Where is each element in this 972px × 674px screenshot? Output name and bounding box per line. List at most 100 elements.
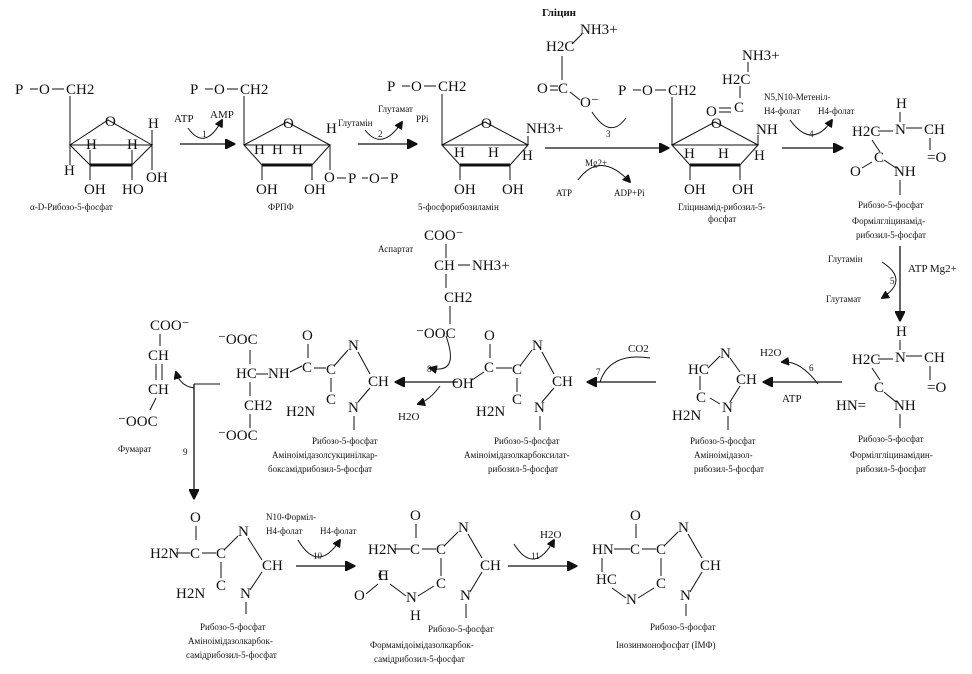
svg-text:H: H [64,163,75,179]
svg-text:NH: NH [894,398,916,414]
svg-text:CH2: CH2 [438,79,466,95]
svg-text:COO⁻: COO⁻ [150,318,190,334]
svg-text:C: C [436,542,446,558]
svg-text:Аспартат: Аспартат [378,244,413,254]
svg-text:H2O: H2O [398,411,419,423]
svg-text:CH2: CH2 [240,82,268,98]
svg-text:N: N [460,588,471,604]
svg-text:⁻OOC: ⁻OOC [416,326,456,342]
svg-text:6: 6 [809,363,814,373]
svg-text:O: O [711,116,722,132]
svg-text:⁻OOC: ⁻OOC [218,332,258,348]
svg-text:H: H [254,142,265,158]
svg-text:Глутамат: Глутамат [378,104,413,114]
svg-text:H: H [896,96,907,112]
svg-text:HC: HC [596,572,617,588]
svg-text:C: C [512,392,522,408]
svg-text:CO2: CO2 [628,343,649,355]
svg-text:3: 3 [606,129,611,139]
svg-text:P: P [618,83,626,99]
ribose-p-m6: Рибозо-5-фосфат [858,434,924,444]
svg-text:CH: CH [924,350,945,366]
svg-text:H2C: H2C [722,72,750,88]
molecule-aicar: O H2N C C N CH C N H2N [150,510,283,614]
svg-text:N: N [720,346,731,362]
svg-text:CH: CH [736,372,757,388]
svg-text:Глутамін: Глутамін [338,118,373,128]
svg-text:11: 11 [531,551,540,561]
svg-text:ATP: ATP [556,188,572,198]
svg-text:N: N [895,122,906,138]
svg-text:HN: HN [592,542,614,558]
svg-text:O: O [302,328,313,344]
svg-text:CH2: CH2 [244,398,272,414]
svg-text:ADP+Pi: ADP+Pi [614,188,645,198]
svg-text:1: 1 [202,129,207,139]
ribose-p-m8: Рибозо-5-фосфат [494,436,560,446]
name-m10b: самідрибозил-5-фосфат [186,650,277,660]
svg-text:O: O [642,83,653,99]
svg-text:H2C: H2C [852,352,880,368]
name-m5b: рибозил-5-фосфат [856,230,926,240]
svg-text:N: N [240,586,251,602]
svg-text:N: N [532,338,543,354]
svg-text:H2N: H2N [150,546,179,562]
svg-text:C: C [302,360,312,376]
svg-text:O: O [354,588,365,604]
svg-text:NH: NH [756,122,778,138]
svg-text:H2N: H2N [368,542,397,558]
svg-text:H4-фолат: H4-фолат [764,106,800,116]
svg-text:H: H [718,146,729,162]
svg-text:C: C [696,390,706,406]
svg-text:Глутамат: Глутамат [826,294,861,304]
svg-text:C: C [190,546,200,562]
svg-text:CH: CH [552,374,573,390]
svg-text:OH: OH [454,182,476,198]
svg-text:Mg2+: Mg2+ [585,158,607,168]
svg-text:H: H [148,116,159,132]
name-m8a: Аміноімідазолкарбоксилат- [464,450,570,460]
svg-text:H2N: H2N [476,404,505,420]
svg-text:H2N: H2N [286,404,315,420]
svg-text:P: P [390,171,398,187]
molecule-air: HC N CH C N H2N [672,346,757,430]
svg-text:O: O [410,508,421,524]
name-m8b: рибозил-5-фосфат [488,464,558,474]
svg-text:OH: OH [452,376,474,392]
svg-text:HO: HO [122,182,144,198]
svg-text:NH3+: NH3+ [526,121,564,137]
name-m4a: Гліцинамід-рибозил-5- [678,202,766,212]
svg-text:H: H [292,142,303,158]
svg-text:O: O [850,164,861,180]
svg-text:C: C [484,360,494,376]
name-m1: α-D-Рибозо-5-фосфат [30,202,113,212]
svg-text:C: C [216,578,226,594]
svg-text:H: H [127,137,138,153]
svg-text:O: O [537,81,548,97]
molecule-fgar: H N CH =O H2C C O NH [850,96,946,195]
svg-text:H2C: H2C [546,39,574,55]
svg-text:H: H [754,148,765,164]
svg-text:P: P [190,82,198,98]
svg-text:C: C [326,392,336,408]
name-m3: 5-фосфорибозиламін [418,202,499,212]
name-m9b: боксамідрибозил-5-фосфат [268,464,372,474]
svg-text:H: H [378,568,389,584]
ribose-p-m5: Рибозо-5-фосфат [858,200,924,210]
svg-text:N: N [626,592,637,608]
svg-text:C: C [410,542,420,558]
svg-text:OH: OH [304,182,326,198]
name-m7b: рибозил-5-фосфат [694,464,764,474]
svg-text:O: O [369,171,380,187]
svg-text:P: P [15,82,23,98]
name-m5a: Формілгліцинамід- [852,216,925,226]
svg-text:H: H [684,146,695,162]
name-m4b: фосфат [708,214,736,224]
molecule-imp: O HN C C N CH C N HC N [592,508,721,616]
reaction-step-5: 5 Глутамін Глутамат ATP Mg2+ [826,246,957,320]
molecule-ribose-5-phosphate: P O CH2 O H H OH H HO H OH [15,82,168,198]
svg-text:AMP: AMP [210,109,234,121]
svg-text:H: H [410,608,421,624]
svg-text:PPi: PPi [416,114,429,124]
svg-text:8: 8 [427,364,432,374]
